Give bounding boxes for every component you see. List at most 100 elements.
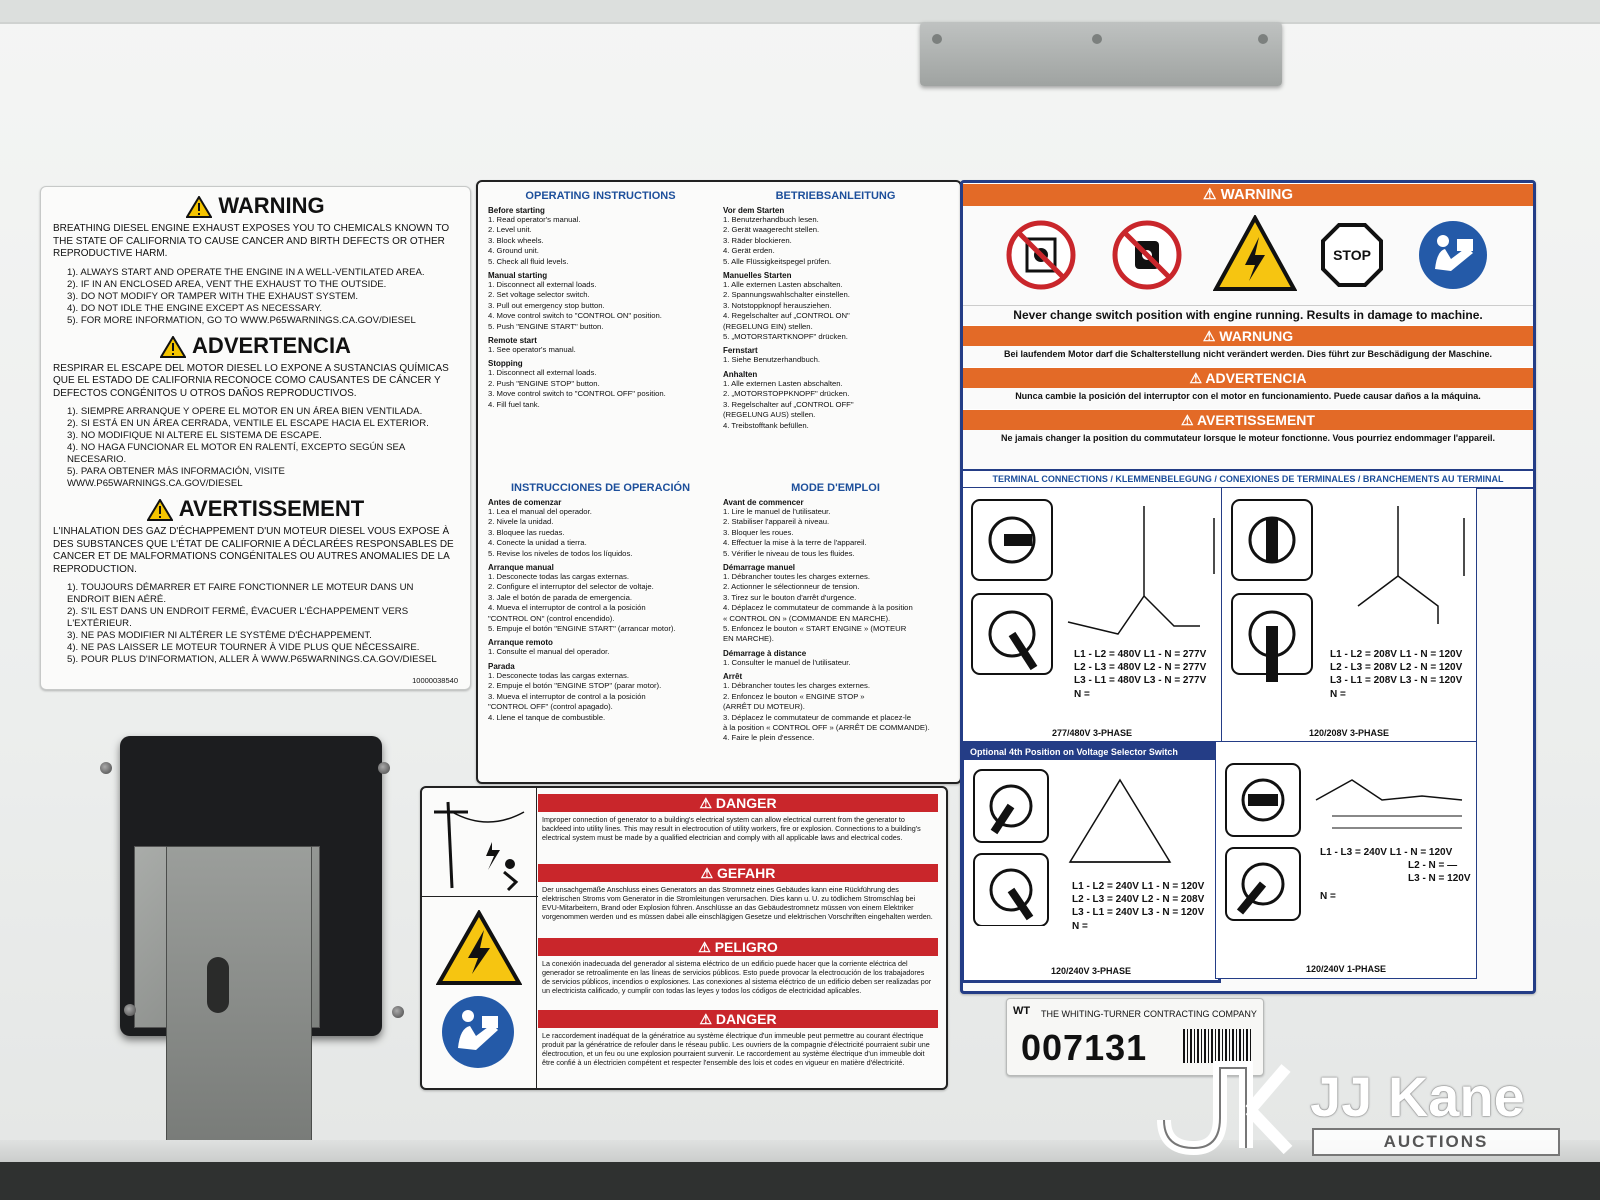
divider	[422, 896, 538, 897]
op-step: 2. Spannungswahlschalter einstellen.	[723, 290, 850, 300]
avertissement-heading: AVERTISSEMENT	[41, 496, 470, 522]
op-step: 1. Consulter le manuel de l'utilisateur.	[723, 657, 851, 667]
op-step: 1. Desconecte todas las cargas externas.	[488, 670, 630, 680]
terminal-cell-277-480: L1 - L2 = 480V L1 - N = 277V L2 - L3 = 4…	[963, 487, 1223, 743]
warning-intro: BREATHING DIESEL ENGINE EXHAUST EXPOSES …	[53, 223, 450, 259]
cell-caption: 120/208V 3-PHASE	[1308, 728, 1390, 738]
danger-bar: ⚠ DANGER	[538, 794, 938, 812]
op-step: 3. Block wheels.	[488, 235, 544, 245]
op-step: (ARRÊT DU MOTEUR).	[723, 702, 805, 712]
no-switch-icon	[1006, 220, 1076, 290]
danger-fr-bar: ⚠ DANGER	[538, 1010, 938, 1028]
screw	[1092, 34, 1102, 44]
power-line-icon	[434, 801, 525, 892]
asset-number: 007131	[1021, 1027, 1148, 1068]
danger-text-en: Improper connection of generator to a bu…	[542, 815, 921, 842]
op-section-heading: Démarrage manuel	[723, 563, 796, 573]
op-step: 4. Move control switch to "CONTROL ON" p…	[488, 311, 662, 321]
switch-warning-fr: Ne jamais changer la position du commuta…	[1000, 433, 1496, 443]
company-name: THE WHITING-TURNER CONTRACTING COMPANY	[1041, 1009, 1257, 1019]
advertencia-heading: ADVERTENCIA	[41, 333, 470, 359]
op-section-heading: Parada	[488, 661, 515, 671]
op-section-heading: Avant de commencer	[723, 498, 804, 507]
voltage-line: L3 - L1 = 240V L3 - N = 120V	[1072, 907, 1205, 918]
terminal-connections-header: TERMINAL CONNECTIONS / KLEMMENBELEGUNG /…	[963, 469, 1533, 489]
op-step: 2. Level unit.	[488, 225, 532, 235]
op-step: 1. Disconnect all external loads.	[488, 368, 597, 378]
danger-text-fr: Le raccordement inadéquat de la génératr…	[542, 1031, 930, 1067]
wiring-diagram-120-208	[1231, 499, 1465, 682]
op-step: 3. Bloquee las ruedas.	[488, 527, 565, 537]
op-step: 4. Ground unit.	[488, 246, 539, 256]
neutral-ground: N =	[1074, 689, 1090, 700]
op-step: 5. Push "ENGINE START" button.	[488, 321, 604, 331]
op-step: 4. Llene el tanque de combustible.	[488, 712, 606, 722]
wiring-diagram-277-480	[971, 499, 1215, 675]
advertencia-intro: RESPIRAR EL ESCAPE DEL MOTOR DIESEL LO E…	[53, 362, 449, 399]
op-step: 2. Configure el interruptor del selector…	[488, 582, 654, 592]
warnung-bar: ⚠ WARNUNG	[963, 325, 1533, 346]
part-number: 10000038540	[412, 676, 458, 685]
warning-triangle-icon	[160, 335, 187, 358]
op-step: 5. Enfoncez le bouton « START ENGINE » (…	[723, 624, 907, 634]
jjkane-watermark: JJ Kane AUCTIONS	[1150, 1058, 1570, 1158]
op-step: 4. Effectuer la mise à la terre de l'app…	[723, 538, 867, 548]
panel-top-trim	[0, 0, 1600, 24]
op-section-heading: Before starting	[488, 206, 545, 215]
company-logo: WT	[1013, 1005, 1031, 1017]
op-step: 2. Enfoncez le bouton « ENGINE STOP »	[723, 691, 865, 701]
op-section-heading: Stopping	[488, 359, 523, 369]
op-step: 2. Empuje el botón "ENGINE STOP" (parar …	[488, 681, 662, 691]
latch-slot	[207, 957, 229, 1013]
op-step: 3. Déplacez le commutateur de commande e…	[723, 712, 912, 722]
op-step: 2. Push "ENGINE STOP" button.	[488, 378, 600, 388]
op-step: 1. Consulte el manual del operador.	[488, 647, 610, 657]
op-section-heading: Arranque manual	[488, 563, 554, 573]
warning-heading: WARNING	[41, 193, 470, 219]
op-section-heading: Démarrage à distance	[723, 648, 807, 658]
op-step: 5. „MOTORSTARTKNOPF" drücken.	[723, 332, 848, 342]
op-step: 4. Mueva el interruptor de control a la …	[488, 603, 646, 613]
electrical-hazard-icon	[436, 910, 522, 985]
op-step: 4. Gerät erden.	[723, 246, 775, 256]
op-step: 3. Räder blockieren.	[723, 235, 792, 245]
jjkane-logo-icon	[1157, 1061, 1293, 1156]
op-title: BETRIEBSANLEITUNG	[775, 190, 896, 202]
electrical-hazard-icon	[1213, 215, 1297, 291]
op-step: 2. Set voltage selector switch.	[488, 290, 590, 300]
stop-sign-icon: STOP	[1321, 223, 1383, 287]
op-section-heading: Antes de comenzar	[488, 498, 562, 507]
op-section-heading: Manual starting	[488, 271, 548, 281]
screw	[1258, 34, 1268, 44]
op-title: MODE D'EMPLOI	[791, 482, 880, 494]
op-step: 1. Desconecte todas las cargas externas.	[488, 572, 630, 582]
danger-text-de: Der unsachgemäße Anschluss eines Generat…	[542, 885, 933, 921]
op-step: 1. Débrancher toutes les charges externe…	[723, 681, 870, 691]
warning-list: 1). ALWAYS START AND OPERATE THE ENGINE …	[67, 266, 425, 326]
avertissement-bar: ⚠ AVERTISSEMENT	[963, 409, 1533, 430]
neutral-ground: N =	[1320, 891, 1336, 902]
op-step: 2. „MOTORSTOPPKNOPF" drücken.	[723, 389, 850, 399]
op-step: 1. Débrancher toutes les charges externe…	[723, 572, 870, 582]
op-step: 3. Mueva el interruptor de control a la …	[488, 691, 646, 701]
door-hinge	[920, 22, 1282, 86]
op-step: 2. Gerät waagerecht stellen.	[723, 225, 820, 235]
danger-text-es: La conexión inadecuada del generador al …	[542, 959, 932, 995]
op-step: 4. Déplacez le commutateur de commande à…	[723, 603, 913, 613]
neutral-ground: N =	[1072, 921, 1088, 932]
op-step: 3. Regelschalter auf „CONTROL OFF"	[723, 399, 854, 409]
op-step: 5. Alle Flüssigkeitspegel prüfen.	[723, 256, 832, 266]
terminal-cell-120-240-1ph: L1 - L3 = 240V L1 - N = 120V L2 - N = — …	[1215, 741, 1477, 979]
read-manual-icon	[442, 996, 514, 1068]
svg-text:STOP: STOP	[1333, 247, 1371, 263]
op-section-heading: Anhalten	[723, 369, 758, 379]
gefahr-bar: ⚠ GEFAHR	[538, 864, 938, 882]
voltage-line: L1 - L2 = 480V L1 - N = 277V	[1074, 649, 1207, 660]
voltage-line: L1 - L3 = 240V L1 - N = 120V	[1320, 847, 1453, 858]
warning-bar: ⚠ WARNING	[963, 183, 1533, 206]
terminal-cell-optional-120-240-3ph: Optional 4th Position on Voltage Selecto…	[963, 741, 1221, 983]
bolt	[378, 762, 390, 774]
